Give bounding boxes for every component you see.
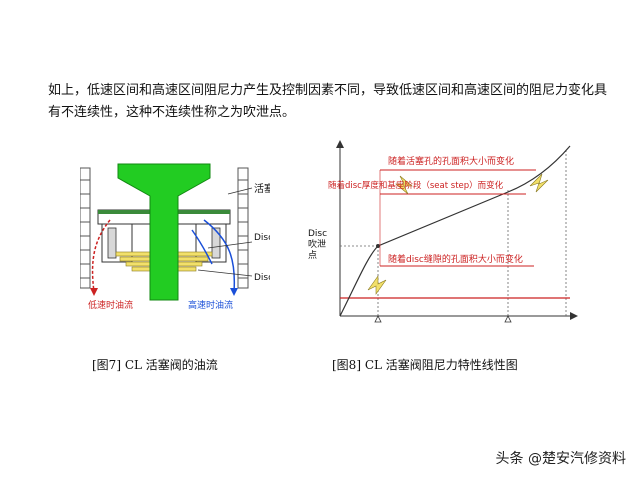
label-piston-hole: 随着活塞孔的孔面积大小而变化 <box>388 155 514 167</box>
watermark: 头条 @楚安汽修资料 <box>495 451 626 467</box>
piston-label: 活塞 <box>254 182 270 195</box>
damping-force-characteristic-chart: 随着活塞孔的孔面积大小而变化 随着disc厚度和基座阶段（seat step）而… <box>308 140 578 323</box>
discs-label: Discs <box>254 233 270 243</box>
characteristic-curve <box>339 145 571 317</box>
arrow-piston-hole <box>529 173 549 193</box>
arrow-seat-step <box>395 175 413 195</box>
label-seat-step: 随着disc厚度和基座阶段（seat step）而变化 <box>328 180 504 191</box>
piston-rod <box>117 163 211 301</box>
right-cylinder-wall <box>237 167 249 289</box>
low-speed-flow-label: 低速时油流 <box>88 299 133 311</box>
disc-label: Disc <box>254 273 270 283</box>
intro-paragraph: 如上，低速区间和高速区间阻尼力产生及控制因素不同，导致低速区间和高速区间的阻尼力… <box>48 83 608 120</box>
figure8-caption: [图8] CL 活塞阀阻尼力特性线性图 <box>332 358 518 372</box>
piston-valve-oil-flow-diagram: 活塞 Discs Disc 低速时油流 高速时油流 <box>80 163 270 311</box>
low-speed-flow-arrow <box>91 219 111 293</box>
label-blowoff: Disc 吹泄 点 <box>308 229 330 261</box>
label-disc-gap: 随着disc缝隙的孔面积大小而变化 <box>388 253 523 265</box>
high-speed-flow-arrow <box>203 219 236 293</box>
left-cylinder-wall <box>80 167 91 289</box>
high-speed-flow-label: 高速时油流 <box>188 299 233 311</box>
figure7-caption: [图7] CL 活塞阀的油流 <box>92 358 218 372</box>
arrow-disc-gap <box>367 275 387 295</box>
